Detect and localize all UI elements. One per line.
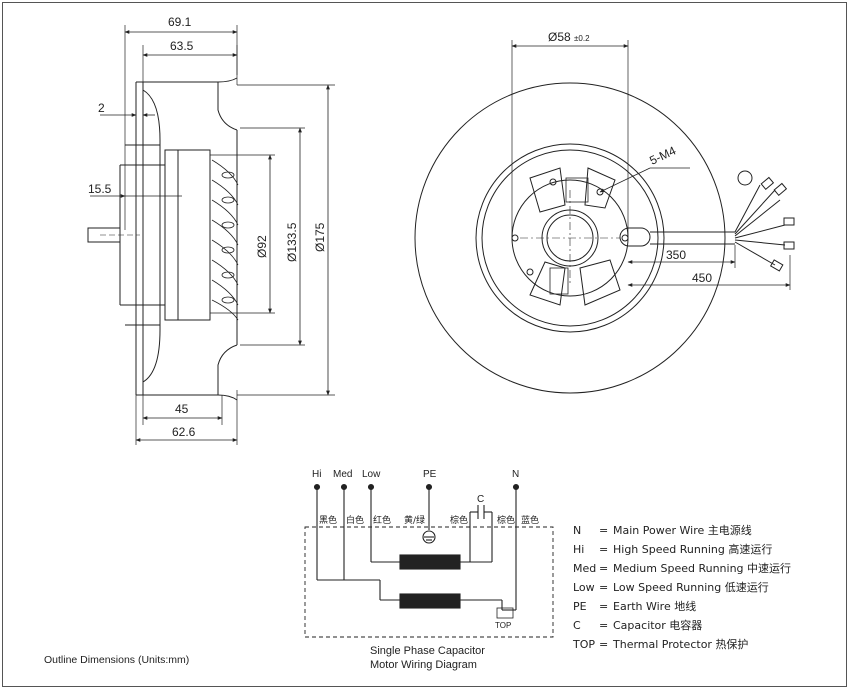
wire-label-n: N [512, 469, 519, 480]
legend-row-pe: PE=Earth Wire 地线 [573, 600, 697, 613]
dim-shaft-dia: Ø58 [548, 30, 571, 44]
legend-row-hi: Hi=High Speed Running 高速运行 [573, 543, 773, 556]
top-label: TOP [495, 621, 511, 630]
front-view-dims: Ø58 ±0.2 5-M4 350 450 [548, 30, 712, 285]
dim-45: 45 [175, 402, 189, 416]
wire-label-hi: Hi [312, 469, 321, 480]
legend-row-top: TOP=Thermal Protector 热保护 [573, 638, 749, 651]
wire-label-low: Low [362, 469, 381, 480]
legend-text: Main Power Wire 主电源线 [613, 524, 752, 537]
side-view [87, 25, 335, 445]
wire-color-brown-2: 棕色 [497, 514, 515, 526]
wire-color-brown-1: 棕色 [450, 514, 468, 526]
legend-text: Low Speed Running 低速运行 [613, 581, 769, 594]
dim-lead-350: 350 [666, 248, 686, 262]
dim-69-1: 69.1 [168, 15, 192, 29]
legend-text: High Speed Running 高速运行 [613, 543, 773, 556]
wire-label-med: Med [333, 469, 352, 480]
dim-dia-92: Ø92 [255, 235, 269, 258]
dim-15-5: 15.5 [88, 182, 112, 196]
legend-key: C [573, 619, 581, 632]
wire-color-red: 红色 [373, 514, 391, 526]
legend-key: Hi [573, 543, 585, 556]
dim-62-6: 62.6 [172, 425, 196, 439]
dim-lead-450: 450 [692, 271, 712, 285]
side-view-dims: 69.1 63.5 2 15.5 45 62.6 Ø92 Ø133.5 Ø175 [88, 15, 327, 439]
legend-key: PE [573, 600, 587, 613]
wire-label-pe: PE [423, 469, 437, 480]
legend-text: Thermal Protector 热保护 [613, 638, 749, 651]
wire-color-white: 白色 [346, 514, 364, 526]
legend-text: Capacitor 电容器 [613, 619, 703, 632]
legend-key: N [573, 524, 582, 537]
wire-color-yellow-green: 黄/绿 [404, 514, 425, 526]
outline-dimensions-note: Outline Dimensions (Units:mm) [44, 654, 190, 666]
dim-dia-175: Ø175 [313, 222, 327, 252]
legend-row-n: N=Main Power Wire 主电源线 [573, 524, 752, 537]
legend-text: Medium Speed Running 中速运行 [613, 562, 792, 575]
legend-text: Earth Wire 地线 [613, 600, 697, 613]
wiring-diagram [304, 483, 554, 638]
dim-63-5: 63.5 [170, 39, 194, 53]
dim-dia-133-5: Ø133.5 [285, 222, 299, 262]
front-view [414, 40, 795, 394]
wire-color-black: 黑色 [319, 514, 337, 526]
legend-key: TOP [573, 638, 596, 651]
wiring-caption-2: Motor Wiring Diagram [370, 659, 477, 671]
wire-color-blue: 蓝色 [521, 514, 539, 526]
legend-row-low: Low=Low Speed Running 低速运行 [573, 581, 769, 594]
legend-key: Low [573, 581, 595, 594]
dim-2: 2 [98, 101, 105, 115]
legend-row-c: C=Capacitor 电容器 [573, 619, 703, 632]
dim-shaft-tol: ±0.2 [574, 34, 590, 43]
legend-key: Med [573, 562, 597, 575]
legend-row-med: Med=Medium Speed Running 中速运行 [573, 562, 792, 575]
wiring-labels: Hi Med Low PE N C 黑色 白色 红色 黄/绿 棕色 棕色 蓝色 … [312, 469, 539, 630]
cap-label: C [477, 494, 484, 505]
dim-holes: 5-M4 [647, 143, 678, 167]
wiring-caption-1: Single Phase Capacitor [370, 645, 485, 657]
